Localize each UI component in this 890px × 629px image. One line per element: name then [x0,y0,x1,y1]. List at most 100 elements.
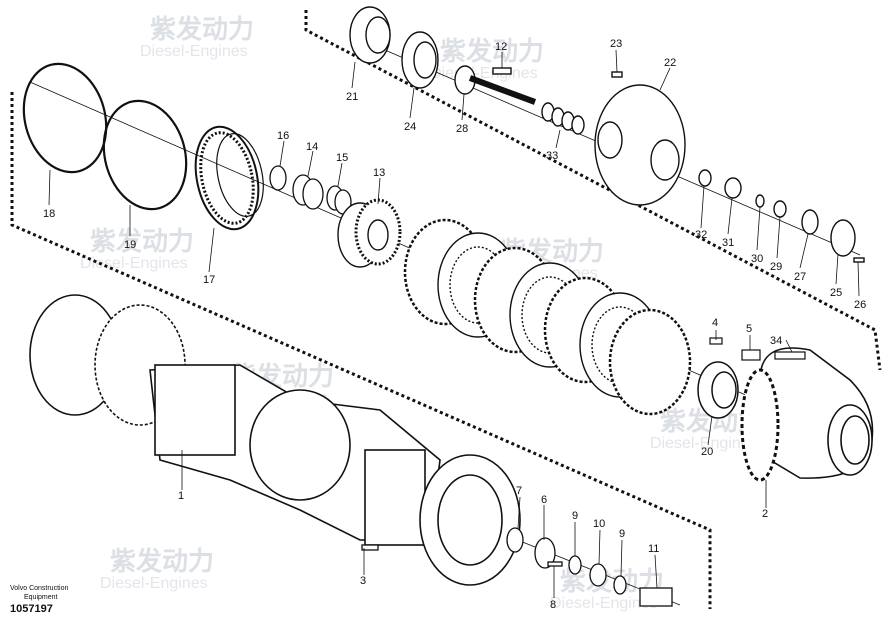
callout-7: 7 [516,485,522,497]
callout-5: 5 [746,323,752,335]
leader-24 [409,87,415,119]
callout-12: 12 [495,41,507,53]
leader-9b [620,539,623,577]
callout-6: 6 [541,494,547,506]
leader-21 [351,61,356,89]
callout-34: 34 [770,335,782,347]
bearing-14-back [302,178,324,210]
watermark-cn-3: 紫发动力 [90,226,194,257]
callout-20: 20 [701,446,713,458]
watermark-cn-1: 紫发动力 [150,14,254,45]
washer-29-shape [773,200,787,218]
callout-8: 8 [550,599,556,611]
watermark-en-1: Diesel-Engines [140,43,248,60]
shaft-11-shape [639,587,673,607]
washer-30-shape [755,194,765,208]
leader-23 [615,49,618,73]
leader-31 [727,197,733,235]
leader-29 [776,216,781,259]
callout-18: 18 [43,208,55,220]
watermark-en-6: Diesel-Engines [650,435,758,452]
pin-8-shape [547,561,563,567]
callout-labels: 1 2 3 4 5 6 7 8 9 9 10 11 12 13 14 15 16… [43,38,866,611]
lower-assembly-frame [10,92,712,609]
callout-26: 26 [854,299,866,311]
pin-34-shape [774,351,806,360]
leader-20 [707,415,713,446]
watermark-en-7: Diesel-Engines [100,575,208,592]
pin-5-shape [741,349,761,361]
watermark-cn-7: 紫发动力 [110,546,214,577]
callout-28: 28 [456,123,468,135]
callout-14: 14 [306,141,318,153]
assembly-boundaries [10,10,882,609]
brake-disc-7 [608,308,692,416]
housing-right-bore [437,474,503,566]
ring-gear-teeth [199,131,255,225]
upper-parts [349,6,865,263]
callout-15: 15 [336,152,348,164]
leader-25 [835,253,839,285]
spacer-33-d [571,115,585,135]
callout-33: 33 [546,150,558,162]
bearing-20 [697,361,739,419]
bearing-21-inner [365,16,391,54]
seal-6-shape [534,537,556,569]
callout-23: 23 [610,38,622,50]
key-12-shape [492,67,512,75]
shaft-28 [468,75,537,105]
leader-11 [654,554,658,589]
watermark-cn-2: 紫发动力 [440,36,544,67]
callout-29: 29 [770,261,782,273]
callout-32: 32 [695,229,707,241]
bolt-3-shape [361,544,379,551]
o-ring-18 [22,62,108,174]
leader-15 [337,162,343,187]
leader-33 [555,129,561,149]
leader-7 [517,496,521,529]
leader-28 [461,93,465,121]
callout-9a: 9 [572,510,578,522]
leader-27 [799,233,809,269]
ring-gear [194,125,264,231]
leader-26 [857,261,860,297]
carrier-22-hub [597,121,623,159]
hub-spline [740,368,780,482]
o-ring-19 [102,99,188,211]
bearing-20-inner [711,371,737,409]
callout-25: 25 [830,287,842,299]
screw-26-shape [853,257,865,263]
callout-22: 22 [664,57,676,69]
callout-2: 2 [762,508,768,520]
callout-24: 24 [404,121,416,133]
brand-line-2: Equipment [24,594,58,601]
callout-19: 19 [124,239,136,251]
callout-31: 31 [722,237,734,249]
leader-22 [659,67,671,91]
callout-27: 27 [794,271,806,283]
ring-gear-outer [194,125,260,231]
o-rings [22,62,188,211]
leader-30 [756,206,761,251]
seal-24-inner [413,41,437,79]
leader-13 [377,177,381,205]
callout-1: 1 [178,490,184,502]
leader-16 [279,140,285,167]
retaining-ring-16 [269,165,287,191]
ring-gear-inner [216,133,264,217]
bearing-10-shape [589,563,607,587]
planet-gear-bore [367,219,389,251]
carrier-22-bore [650,139,680,181]
callout-9b: 9 [619,528,625,540]
nut-31-shape [724,177,742,199]
cover-25-shape [830,219,856,257]
housing-differential [249,389,351,501]
leader-17 [208,227,215,273]
watermark-en-8: Diesel-Engines [550,595,658,612]
hub-bore-inner [840,415,870,465]
watermark-en-2: Diesel-Engines [430,65,538,82]
brand-line-1: Volvo Construction [10,585,69,592]
callout-16: 16 [277,130,289,142]
drawing-number: 1057197 [10,603,53,615]
lower-parts [361,527,673,607]
